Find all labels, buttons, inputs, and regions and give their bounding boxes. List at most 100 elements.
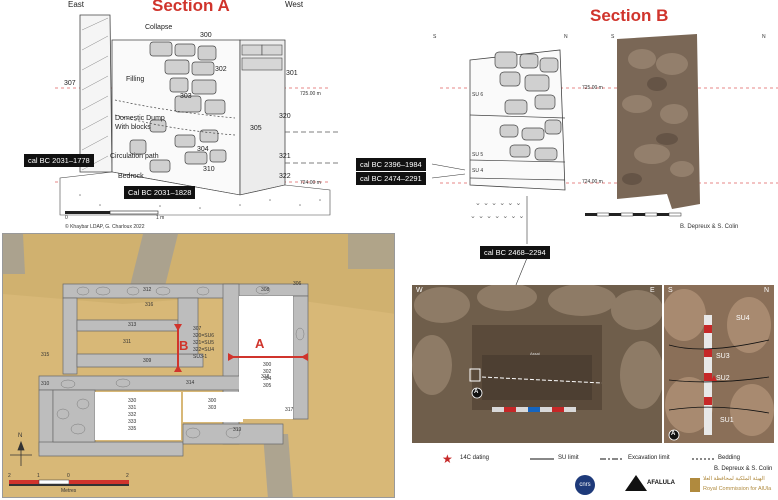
plan-group-2-1: 302 — [263, 369, 272, 375]
closeup-photo: S N SU4 SU3 SU2 SU1 A — [664, 285, 774, 443]
with-blocks-label: With blocks — [115, 124, 151, 131]
section-b-title: Section B — [590, 6, 669, 25]
plan-group-2-2: 304 — [263, 376, 272, 382]
date-label-a1: cal BC 2031–1778 — [24, 154, 94, 167]
plan-group-1-4: SU3-1 — [193, 354, 208, 360]
unit-322: 322 — [279, 173, 291, 180]
section-a-title: Section A — [152, 0, 230, 15]
cnrs-logo: cnrs — [575, 475, 595, 495]
unit-302: 302 — [215, 66, 227, 73]
plan-unit-309: 309 — [143, 358, 152, 364]
closeup-marker-a: A — [671, 431, 676, 437]
unit-301: 301 — [286, 70, 298, 77]
closeup-su2: SU2 — [716, 375, 730, 382]
unit-310: 310 — [203, 166, 215, 173]
plan-north-label: N — [18, 433, 23, 439]
plan-group-1-0: 307 — [193, 326, 202, 332]
legend-su-limit: SU limit — [558, 455, 579, 461]
plan-group-3-2: 332 — [128, 412, 137, 418]
dating-star-icon: ★ — [442, 452, 453, 466]
unit-307: 307 — [64, 80, 76, 87]
closeup-s-label: S — [668, 287, 673, 294]
su6-label: SU 6 — [472, 92, 484, 98]
bedrock-label: Bedrock — [118, 173, 144, 180]
rcu-english-text: Royal Commission for AlUla — [703, 486, 772, 492]
photo-w-label: W — [416, 287, 423, 294]
photo-e-label: E — [650, 287, 655, 294]
unit-320: 320 — [279, 113, 291, 120]
plan-group-3-1: 331 — [128, 405, 137, 411]
plan-group-1-1: 320=SU6 — [193, 333, 214, 339]
plan-group-3-3: 333 — [128, 419, 137, 425]
scale-a-0: 0 — [65, 215, 68, 221]
svg-text:⌄ ⌄ ⌄ ⌄ ⌄ ⌄: ⌄ ⌄ ⌄ ⌄ ⌄ ⌄ — [475, 199, 521, 207]
plan-scale-3: 2 — [126, 473, 129, 479]
date-label-b1: cal BC 2396–1984 — [356, 158, 426, 171]
plan-group-2-3: 305 — [263, 383, 272, 389]
unit-321: 321 — [279, 153, 291, 160]
photo-b-s: S — [611, 34, 615, 40]
photo-b-n: N — [762, 34, 766, 40]
trench-photo: W E A Assai — [412, 285, 662, 443]
credit-a: © Khaybar LDAP, G. Charloux 2022 — [65, 224, 145, 230]
closeup-su3: SU3 — [716, 353, 730, 360]
rcu-emblem-icon — [690, 478, 700, 492]
svg-text:⌄ ⌄ ⌄ ⌄ ⌄ ⌄ ⌄: ⌄ ⌄ ⌄ ⌄ ⌄ ⌄ ⌄ — [470, 212, 524, 220]
east-label: East — [68, 0, 85, 9]
plan-group-3-4: 335 — [128, 426, 137, 432]
closeup-su1: SU1 — [720, 417, 734, 424]
plan-unit-313: 313 — [128, 322, 137, 328]
section-b-credit: B. Depreux & S. Colin — [680, 224, 739, 230]
site-plan: A B 312 316 313 311 309 308 315 310 314 … — [2, 233, 395, 498]
plan-scale-0: 2 — [8, 473, 11, 479]
plan-group-4-0: 300 — [208, 398, 217, 404]
unit-303: 303 — [180, 93, 192, 100]
elev-724-right: 724.00 m — [582, 179, 603, 185]
section-b-s: S — [433, 34, 437, 40]
afalula-logo-text: AFALULA — [647, 480, 675, 486]
plan-section-a-label: A — [255, 336, 265, 351]
plan-unit-308: 308 — [261, 287, 270, 293]
plan-group-3-0: 330 — [128, 398, 137, 404]
cnrs-logo-text: cnrs — [579, 482, 591, 488]
plan-scale-1: 1 — [37, 473, 40, 479]
rcu-logo: الهيئة الملكية لمحافظة العلا Royal Commi… — [690, 474, 778, 498]
legend-excavation-limit: Excavation limit — [628, 455, 670, 461]
afalula-logo: AFALULA — [625, 475, 685, 497]
legend-bedding: Bedding — [718, 455, 741, 461]
plan-scale-unit: Metres — [61, 488, 77, 494]
plan-unit-315: 315 — [41, 352, 50, 358]
rcu-arabic-text: الهيئة الملكية لمحافظة العلا — [703, 476, 765, 482]
closeup-su4: SU4 — [736, 315, 750, 322]
date-label-b2: cal BC 2474–2291 — [356, 172, 426, 185]
su5-label: SU 5 — [472, 152, 484, 158]
date-label-b3: cal BC 2468–2294 — [480, 246, 550, 259]
photo-small-label: Assai — [530, 351, 540, 356]
domestic-dump-label: Domestic Dump — [115, 115, 165, 122]
legend-credit: B. Depreux & S. Colin — [714, 466, 773, 472]
plan-unit-316: 316 — [145, 302, 154, 308]
plan-group-2-0: 300 — [263, 362, 272, 368]
elev-725-left: 725.00 m — [300, 91, 321, 97]
su4-label: SU 4 — [472, 168, 484, 174]
section-b-n: N — [564, 34, 568, 40]
photo-marker-a: A — [474, 389, 479, 395]
plan-unit-311: 311 — [123, 339, 131, 345]
legend-dating: 14C dating — [460, 455, 490, 461]
closeup-n-label: N — [764, 287, 770, 294]
plan-scale-2: 0 — [67, 473, 70, 479]
plan-unit-310: 310 — [41, 381, 50, 387]
plan-group-1-3: 322=SU4 — [193, 347, 214, 353]
plan-unit-319: 319 — [233, 427, 242, 433]
section-a-drawing — [55, 14, 340, 216]
elev-725-right: 725.00 m — [582, 85, 603, 91]
plan-unit-314: 314 — [186, 380, 195, 386]
unit-300: 300 — [200, 32, 212, 39]
legend-lines — [530, 458, 716, 460]
plan-section-b-label: B — [179, 338, 189, 353]
date-label-a2: Cal BC 2031–1828 — [124, 186, 196, 199]
plan-unit-318: 318 — [261, 374, 270, 380]
filling-label: Filling — [126, 76, 145, 83]
unit-304: 304 — [197, 146, 209, 153]
section-b-drawing: ⌄ ⌄ ⌄ ⌄ ⌄ ⌄ ⌄ ⌄ ⌄ ⌄ ⌄ ⌄ ⌄ — [440, 49, 778, 220]
